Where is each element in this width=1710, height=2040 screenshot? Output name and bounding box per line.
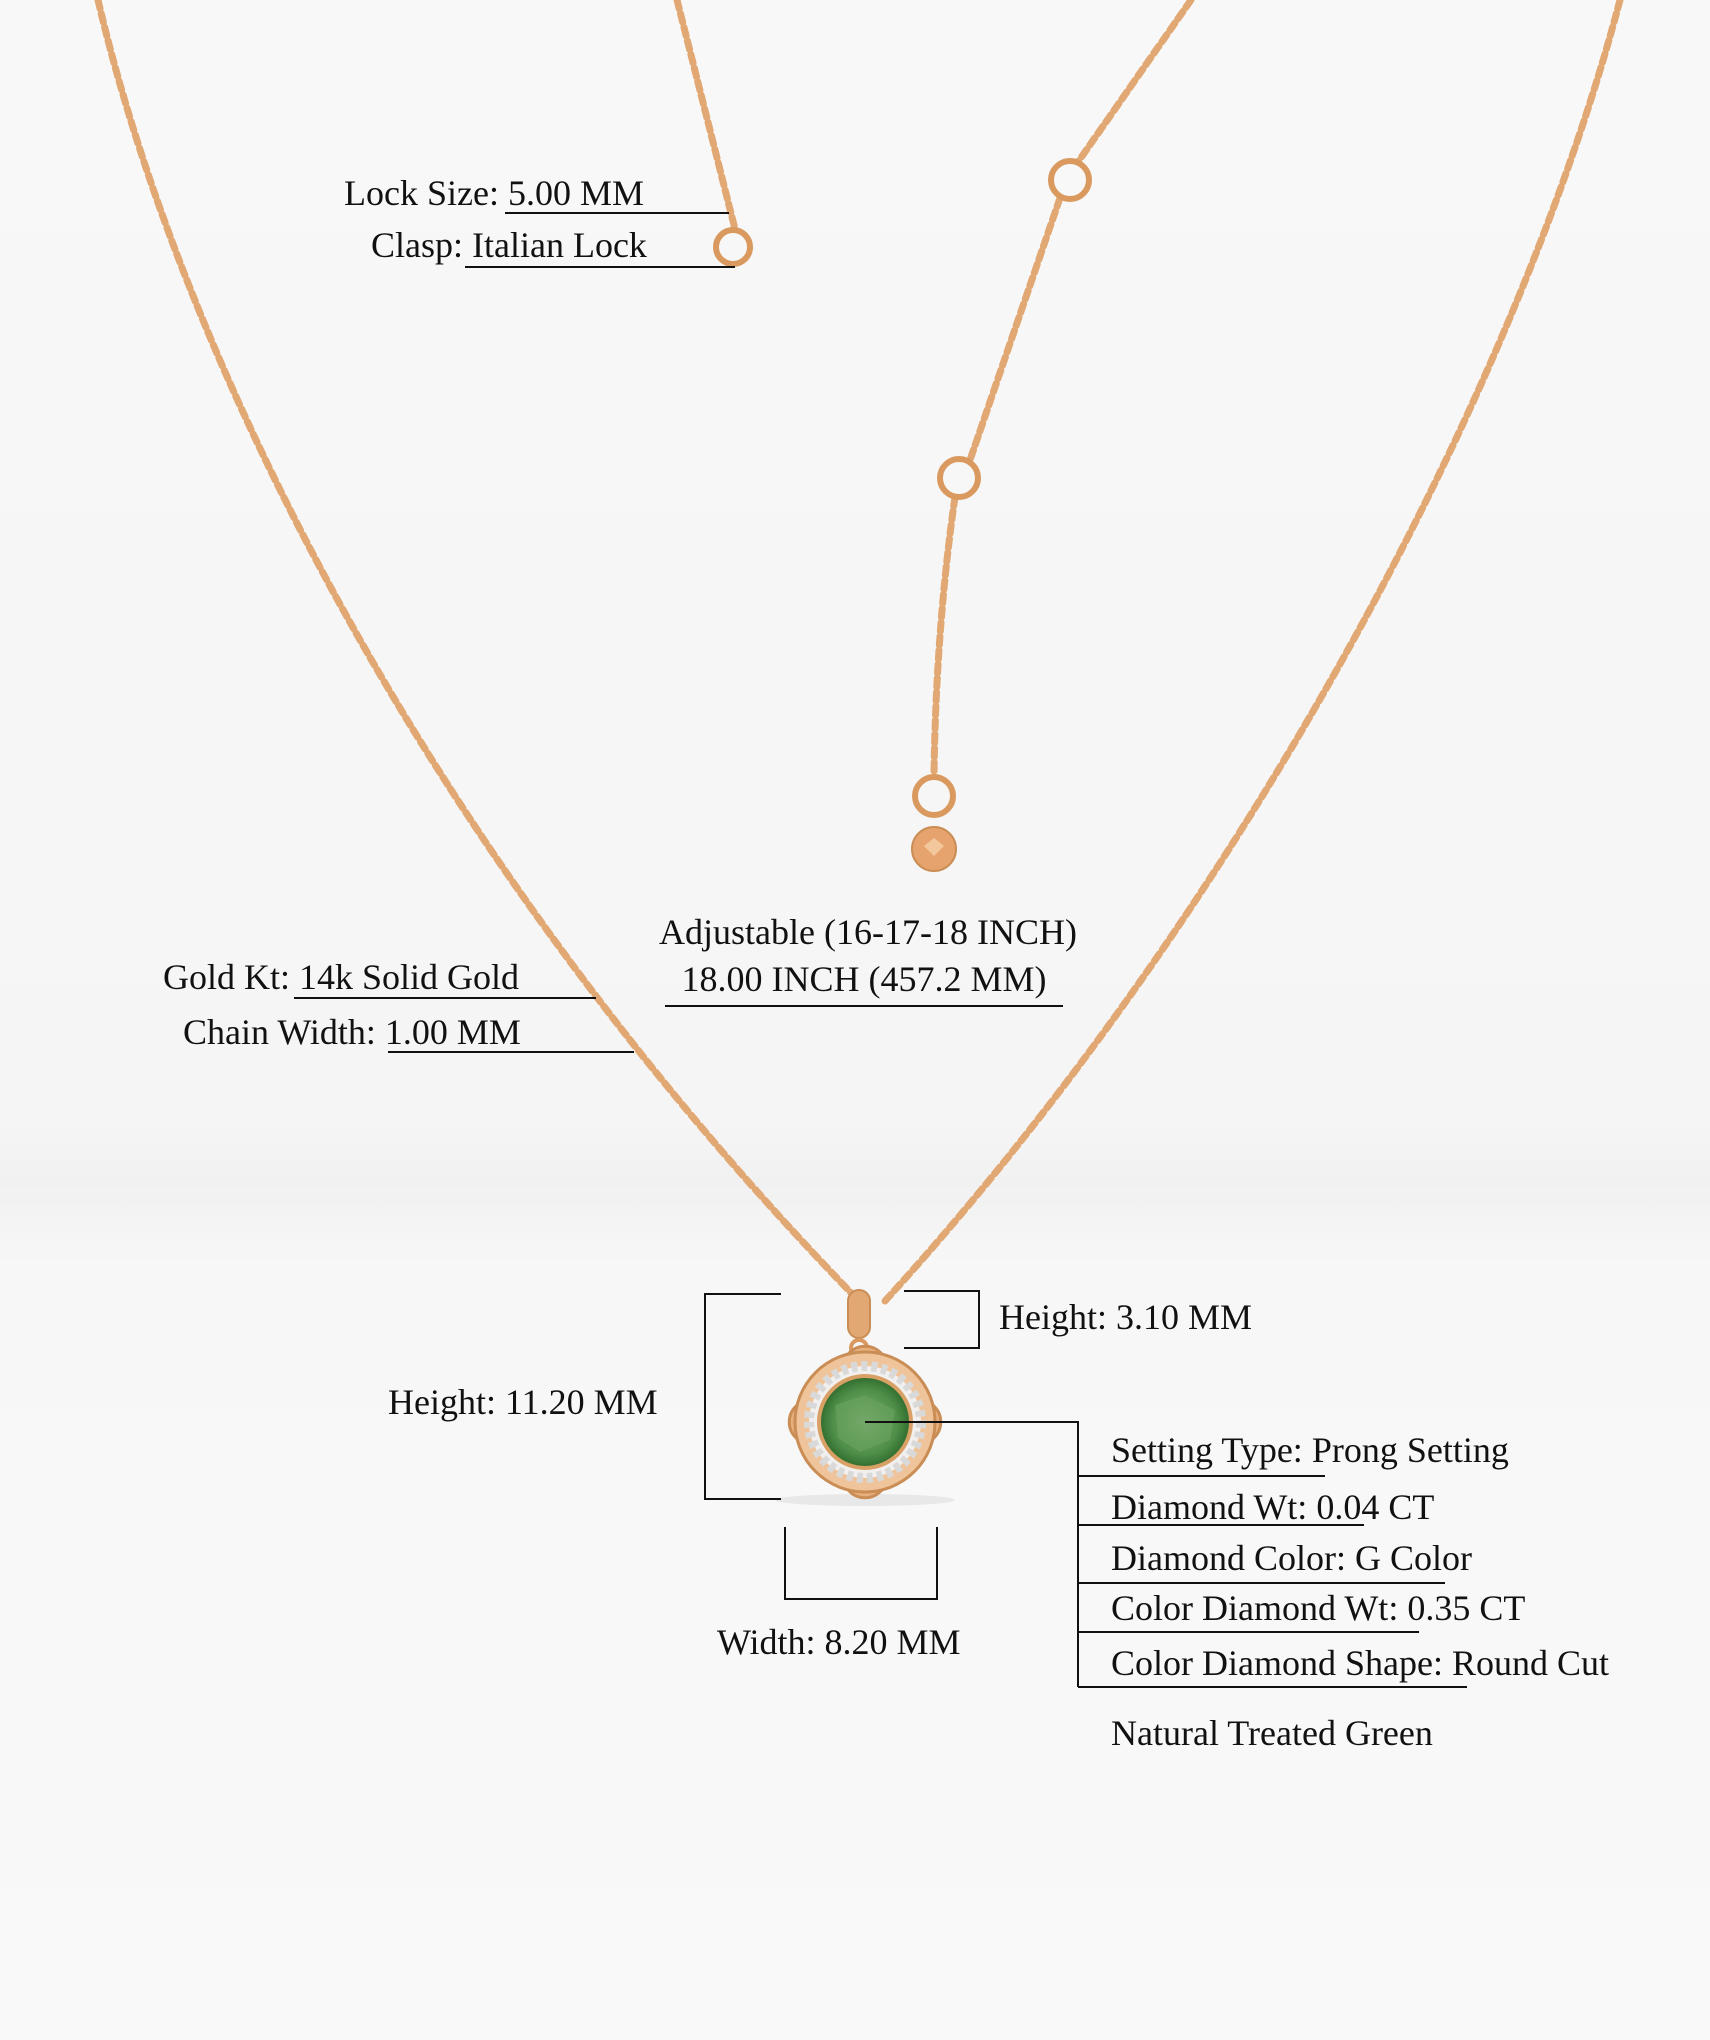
- label: Color Diamond Wt:: [1111, 1588, 1399, 1628]
- value: 1.00 MM: [375, 1012, 521, 1052]
- lock-size-spec: Lock Size: 5.00 MM: [344, 173, 644, 213]
- extension-ring: [937, 456, 981, 500]
- width-spec: Width: 8.20 MM: [717, 1622, 961, 1662]
- label: Diamond Color:: [1111, 1538, 1346, 1578]
- label: Color Diamond Shape:: [1111, 1643, 1443, 1683]
- label: Gold Kt:: [163, 957, 291, 997]
- extension-ring: [1048, 158, 1092, 202]
- value: 14k Solid Gold: [290, 957, 520, 997]
- adjustable-spec: Adjustable (16-17-18 INCH): [659, 912, 1077, 952]
- length-spec: 18.00 INCH (457.2 MM): [681, 959, 1047, 999]
- clasp-spec: Clasp: Italian Lock: [371, 225, 647, 265]
- chain-left: [94, 0, 863, 1305]
- gold-kt-spec: Gold Kt: 14k Solid Gold: [163, 957, 519, 997]
- label: Diamond Wt:: [1111, 1487, 1308, 1527]
- bail-height-bracket: [904, 1290, 980, 1349]
- value: G Color: [1345, 1538, 1472, 1578]
- diamond-wt-spec: Diamond Wt: 0.04 CT: [1111, 1487, 1434, 1527]
- value: 0.35 CT: [1398, 1588, 1526, 1628]
- color-diamond-shape-spec: Color Diamond Shape: Round Cut: [1111, 1643, 1609, 1683]
- value: 0.04 CT: [1307, 1487, 1435, 1527]
- chain-width-spec: Chain Width: 1.00 MM: [183, 1012, 521, 1052]
- bail-height-spec: Height: 3.10 MM: [999, 1297, 1253, 1337]
- chain-right: [881, 0, 1624, 1305]
- label: Lock Size:: [344, 173, 499, 213]
- gem-type-spec: Natural Treated Green: [1111, 1713, 1433, 1753]
- extension-chain: [930, 0, 1195, 778]
- value: Prong Setting: [1302, 1430, 1509, 1470]
- diamond-color-spec: Diamond Color: G Color: [1111, 1538, 1472, 1578]
- chain-clasp-end: [673, 0, 739, 233]
- value: 5.00 MM: [498, 173, 644, 213]
- label: Setting Type:: [1111, 1430, 1303, 1470]
- label: Clasp:: [371, 225, 464, 265]
- pendant: [775, 1289, 955, 1506]
- color-diamond-wt-spec: Color Diamond Wt: 0.35 CT: [1111, 1588, 1525, 1628]
- width-bracket: [784, 1527, 938, 1600]
- value: Round Cut: [1442, 1643, 1609, 1683]
- value: Italian Lock: [463, 225, 647, 265]
- setting-type-spec: Setting Type: Prong Setting: [1111, 1430, 1509, 1470]
- clasp-ring: [713, 227, 753, 267]
- details-underlines: [1078, 1475, 1467, 1688]
- pendant-height-bracket: [704, 1293, 781, 1500]
- label: Chain Width:: [183, 1012, 376, 1052]
- details-leader: [865, 1421, 1079, 1687]
- extension-ring: [912, 774, 956, 818]
- pendant-height-spec: Height: 11.20 MM: [388, 1382, 658, 1422]
